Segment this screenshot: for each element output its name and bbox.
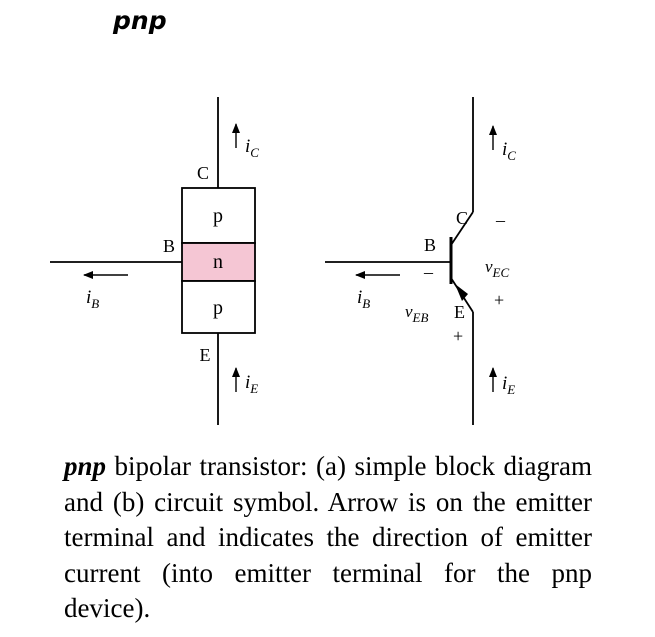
ie-label: iE bbox=[245, 372, 258, 396]
symbol-collector-diagonal bbox=[450, 211, 474, 246]
region-p-bottom-label: p bbox=[213, 297, 223, 319]
symbol-terminal-e-label: E bbox=[454, 302, 465, 322]
transistor-diagram: p n p C B E iC iB iE C B E iC iB iE – vE… bbox=[50, 97, 516, 425]
veb-label: vEB bbox=[405, 302, 428, 325]
ib-label: iB bbox=[86, 287, 99, 311]
diagram-heading: pnp bbox=[113, 6, 167, 35]
symbol-terminal-b-label: B bbox=[424, 235, 436, 255]
ic-label: iC bbox=[245, 136, 259, 160]
figure-caption: pnp bipolar transistor: (a) simple block… bbox=[64, 449, 592, 627]
terminal-b-label: B bbox=[163, 236, 175, 256]
circuit-symbol: C B E iC iB iE – vEC + – vEB + bbox=[325, 97, 516, 425]
region-p-top bbox=[181, 187, 256, 244]
vec-label: vEC bbox=[485, 257, 509, 280]
region-p-bottom bbox=[181, 280, 256, 334]
region-n-label: n bbox=[213, 251, 223, 273]
symbol-ic-label: iC bbox=[502, 139, 516, 163]
symbol-ib-label: iB bbox=[357, 287, 370, 311]
veb-plus-sign: + bbox=[453, 326, 463, 346]
block-diagram: p n p C B E iC iB iE bbox=[50, 97, 259, 425]
caption-text: bipolar transistor: (a) simple block dia… bbox=[64, 451, 592, 623]
vec-plus-sign: + bbox=[494, 290, 504, 310]
caption-lead: pnp bbox=[64, 451, 107, 481]
emitter-arrow-icon bbox=[455, 284, 468, 301]
veb-minus-sign: – bbox=[423, 262, 434, 282]
terminal-c-label: C bbox=[197, 163, 209, 183]
vec-minus-sign: – bbox=[495, 210, 506, 230]
symbol-terminal-c-label: C bbox=[456, 208, 468, 228]
region-p-top-label: p bbox=[213, 205, 223, 227]
terminal-e-label: E bbox=[200, 345, 211, 365]
symbol-ie-label: iE bbox=[502, 373, 515, 397]
